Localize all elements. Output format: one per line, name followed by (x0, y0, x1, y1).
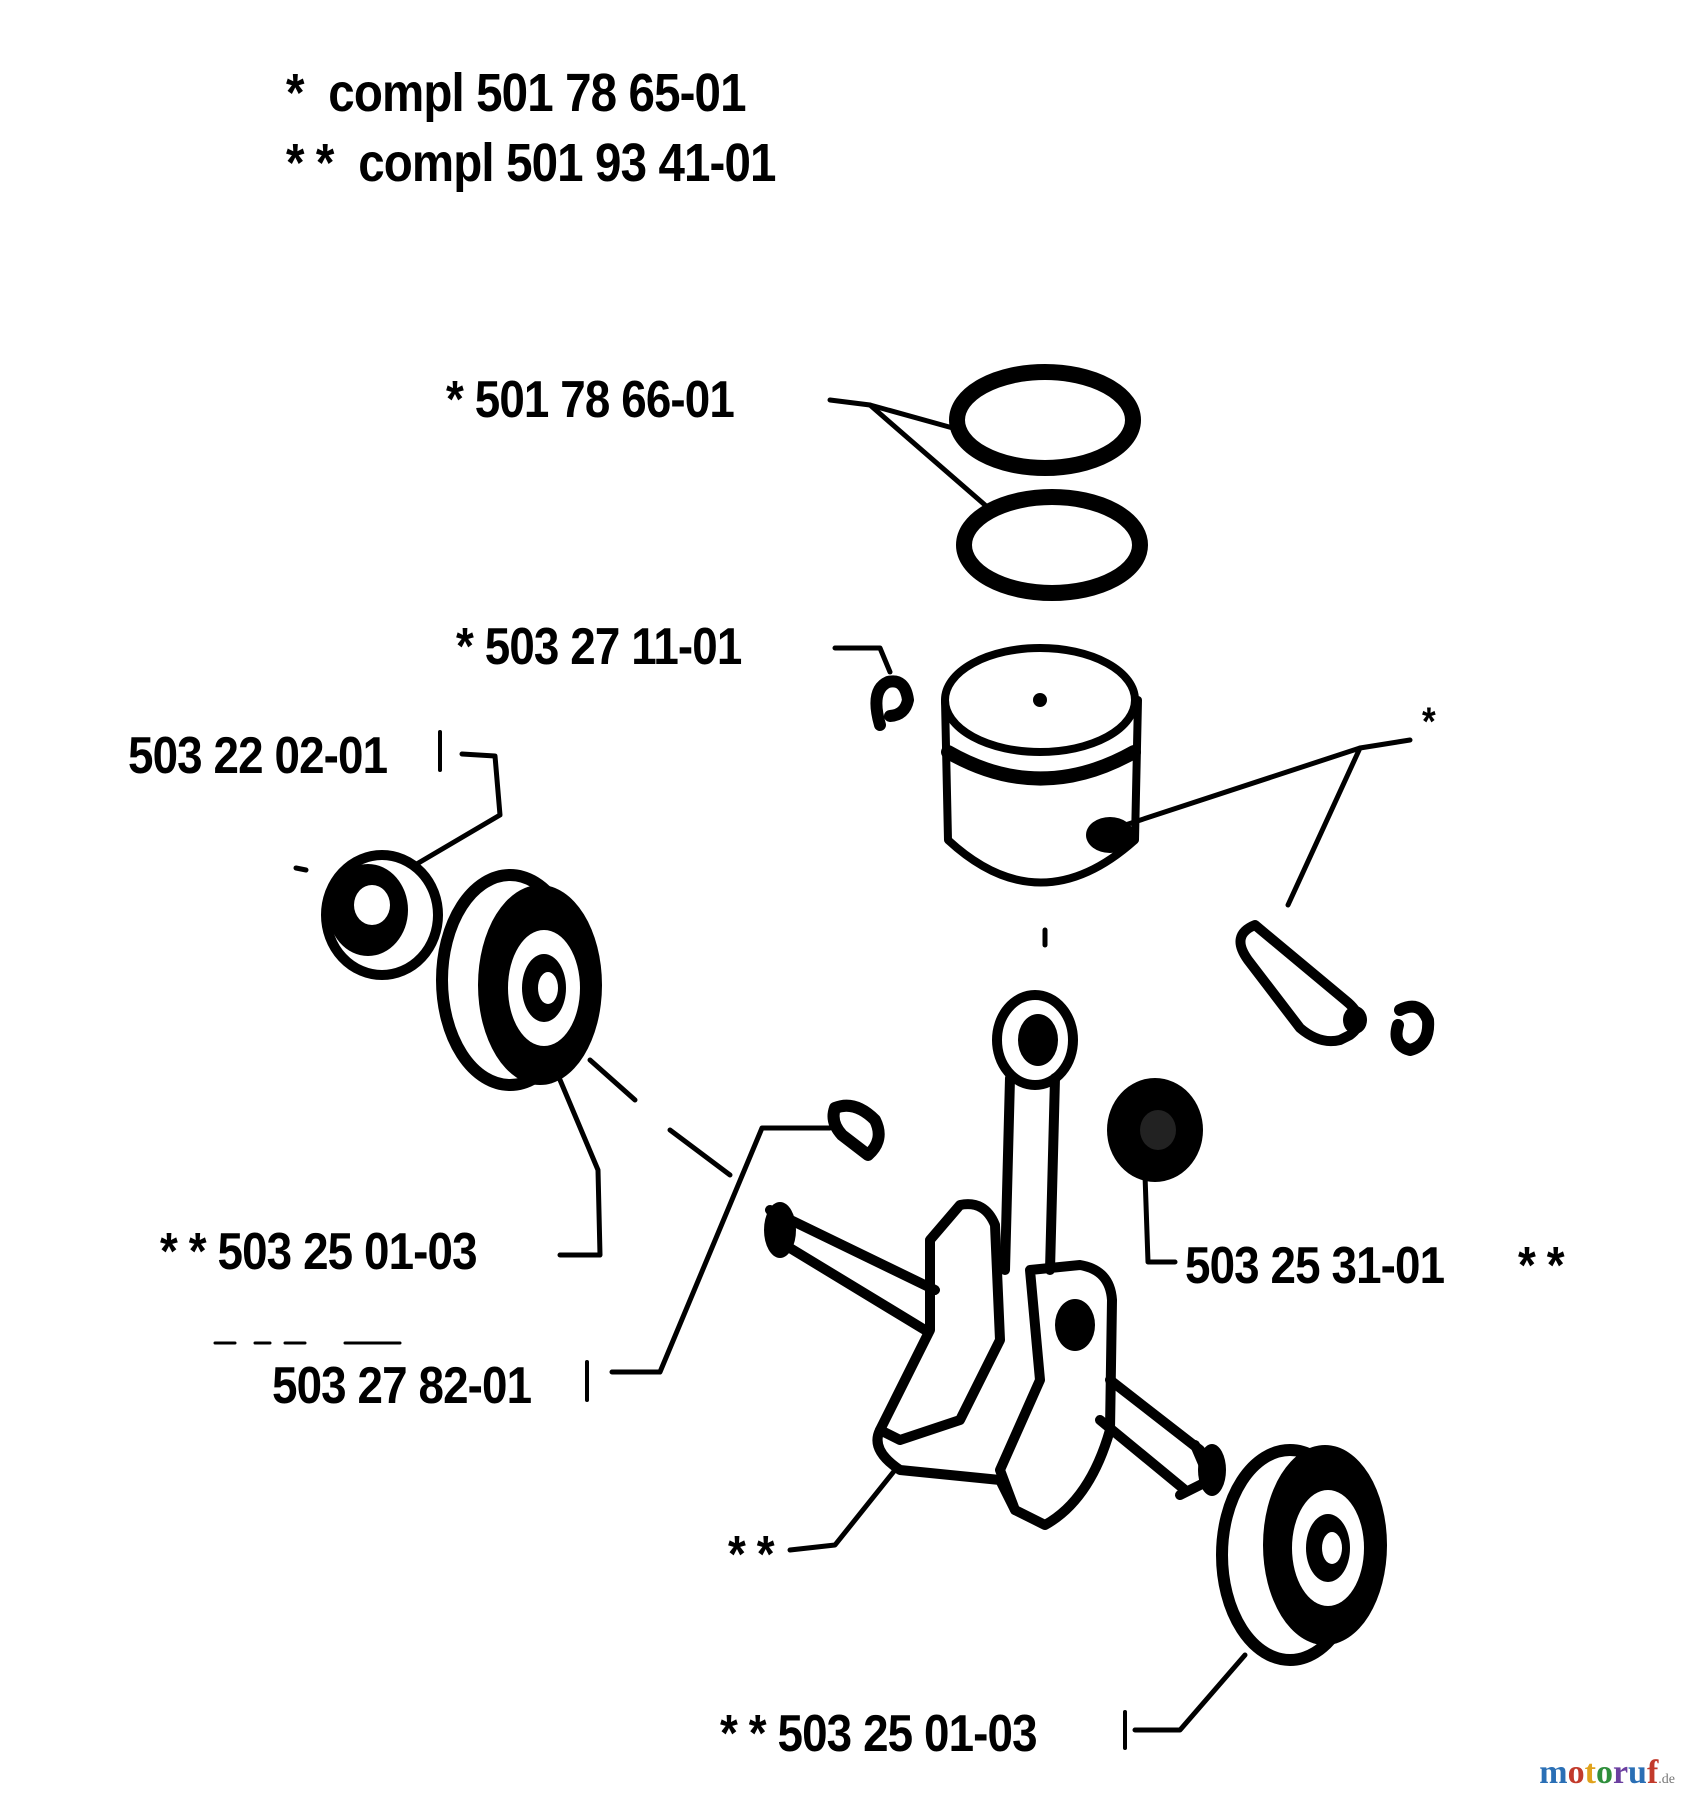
seal-right (1107, 1078, 1203, 1182)
piston (941, 644, 1142, 887)
legend-marker: * * (286, 133, 334, 193)
legend-line-2: * * compl 501 93 41-01 (286, 132, 776, 194)
piston-rings (949, 364, 1148, 601)
leader-piston-pin (1107, 737, 1413, 908)
leader-seal-left (412, 751, 503, 868)
legend-text: compl 501 78 65-01 (328, 63, 746, 123)
seal-left (321, 850, 443, 980)
watermark-suffix: .de (1658, 1772, 1675, 1787)
label-piston-pin-marker: * (1422, 700, 1436, 744)
leader-piston (832, 645, 893, 675)
bearing-left (436, 869, 602, 1091)
leader-bearing-right (1132, 1652, 1248, 1733)
label-piston-rings: * 501 78 66-01 (446, 371, 735, 429)
bearing-right (1216, 1444, 1387, 1666)
leader-bearing-left (552, 1065, 603, 1258)
crankshaft (764, 990, 1226, 1530)
key-clip (827, 1099, 885, 1161)
label-crankshaft-marker: * * (728, 1526, 775, 1584)
label-seal-left: 503 22 02-01 (128, 727, 388, 785)
label-bearing-left: * * 503 25 01-03 (160, 1223, 478, 1281)
leader-piston-rings (827, 397, 988, 508)
legend-line-1: * compl 501 78 65-01 (286, 62, 747, 124)
watermark-text: motoruf (1539, 1754, 1659, 1791)
label-key-clip: 503 27 82-01 (272, 1357, 532, 1415)
leader-key-clip (609, 1125, 833, 1375)
leader-crankshaft (787, 1467, 898, 1553)
leader-seal-right (1142, 1172, 1178, 1265)
label-seal-right: 503 25 31-01 (1185, 1237, 1445, 1295)
watermark-logo: motoruf.de (1539, 1754, 1675, 1792)
label-piston: * 503 27 11-01 (456, 618, 742, 676)
legend-text: compl 501 93 41-01 (358, 133, 776, 193)
piston-pin (1235, 920, 1435, 1056)
label-bearing-right: * * 503 25 01-03 (720, 1705, 1038, 1763)
legend-marker: * (286, 63, 304, 123)
piston-circlip (870, 675, 914, 731)
label-seal-right-marker: * * (1518, 1237, 1565, 1295)
